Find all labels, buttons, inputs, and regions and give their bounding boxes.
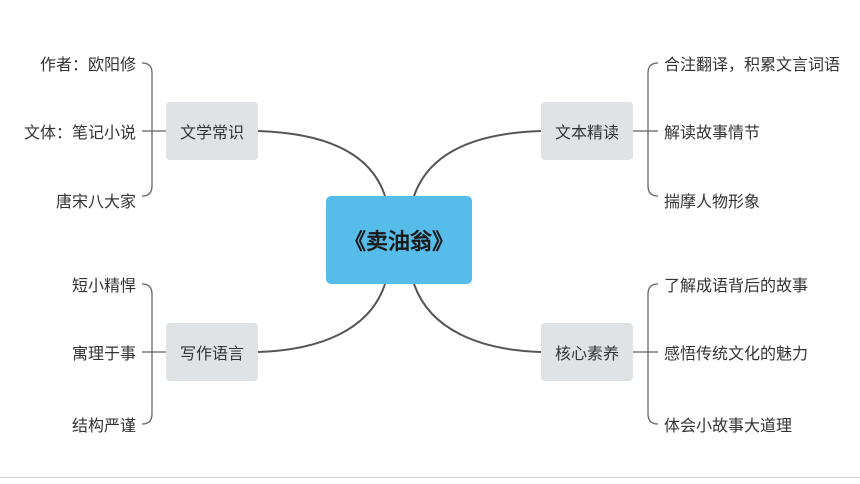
leaf-reading-translate[interactable]: 合注翻译，积累文言词语 (664, 55, 841, 74)
leaf-writing-structure[interactable]: 结构严谨 (71, 416, 136, 435)
bracket-writing (141, 283, 153, 425)
bracket-literature (141, 62, 153, 197)
connector-center-core (413, 283, 542, 353)
bottom-divider (0, 477, 860, 478)
leaf-core-culture[interactable]: 感悟传统文化的魅力 (664, 344, 809, 363)
branch-reading[interactable]: 文本精读 (541, 102, 633, 160)
leaf-reading-character[interactable]: 揣摩人物形象 (664, 192, 761, 211)
bracket-core (647, 283, 659, 425)
leaf-reading-plot[interactable]: 解读故事情节 (664, 123, 761, 142)
connector-center-literature (257, 130, 386, 197)
leaf-writing-concise[interactable]: 短小精悍 (71, 276, 136, 295)
branch-core[interactable]: 核心素养 (541, 323, 633, 381)
connector-center-writing (257, 283, 386, 353)
leaf-literature-genre[interactable]: 文体：笔记小说 (23, 123, 136, 142)
leaf-writing-reasoning[interactable]: 寓理于事 (71, 344, 136, 363)
branch-writing[interactable]: 写作语言 (166, 323, 258, 381)
leaf-core-idiom[interactable]: 了解成语背后的故事 (664, 276, 809, 295)
connector-center-reading (413, 130, 542, 197)
bracket-reading (647, 62, 659, 197)
leaf-literature-masters[interactable]: 唐宋八大家 (55, 192, 136, 211)
branch-literature[interactable]: 文学常识 (166, 102, 258, 160)
center-topic[interactable]: 《卖油翁》 (326, 196, 472, 284)
leaf-core-lesson[interactable]: 体会小故事大道理 (664, 416, 793, 435)
leaf-literature-author[interactable]: 作者：欧阳修 (39, 55, 136, 74)
